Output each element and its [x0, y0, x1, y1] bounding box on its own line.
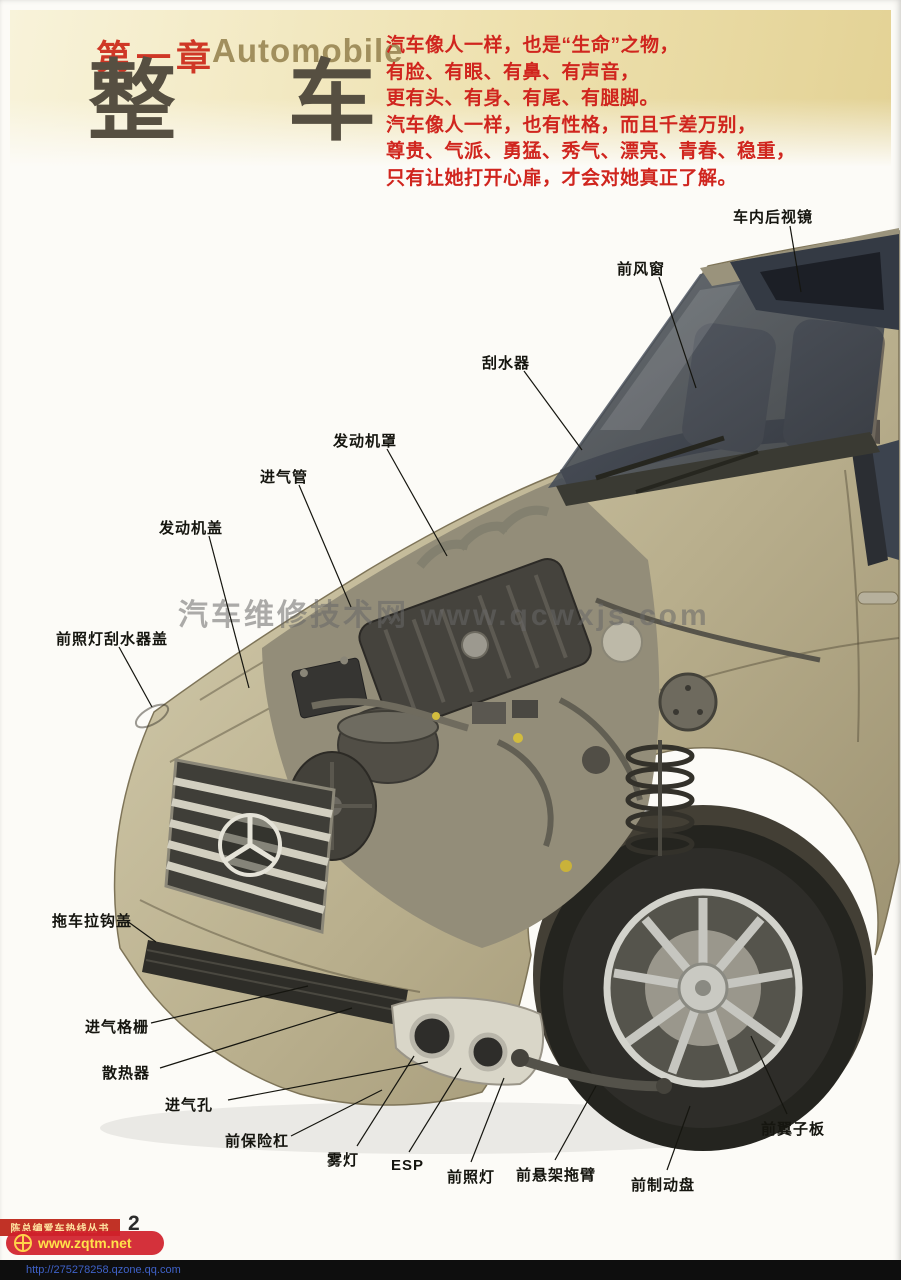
- site-watermark-badge: www.zqtm.net: [6, 1231, 164, 1255]
- part-label: 刮水器: [482, 355, 531, 372]
- intro-line: 汽车像人一样，也是“生命”之物，: [386, 35, 680, 56]
- part-label: 发动机盖: [159, 520, 224, 537]
- page-number: 2: [128, 1212, 140, 1235]
- qzone-url: http://275278258.qzone.qq.com: [26, 1264, 181, 1276]
- headlamp-washer-cover: [134, 703, 170, 729]
- intro-line: 更有头、有身、有尾、有腿脚。: [386, 88, 660, 109]
- part-label: 拖车拉钩盖: [52, 913, 133, 930]
- suspension-arm: [511, 1049, 672, 1094]
- part-label: 前悬架拖臂: [516, 1167, 597, 1184]
- front-grille: [164, 758, 336, 934]
- part-label: 散热器: [102, 1065, 151, 1082]
- part-label: 前翼子板: [761, 1121, 826, 1138]
- wipers: [556, 432, 880, 506]
- part-label: 前照灯: [447, 1169, 496, 1186]
- intro-line: 汽车像人一样，也有性格，而且千差万别，: [386, 114, 757, 136]
- site-url: www.zqtm.net: [38, 1235, 132, 1251]
- intro-line: 尊贵、气派、勇猛、秀气、漂亮、青春、稳重，: [386, 141, 796, 162]
- part-label: 发动机罩: [333, 433, 398, 450]
- roof-and-sunroof: [700, 228, 899, 330]
- headlight-cluster: [390, 996, 544, 1086]
- intro-text: 汽车像人一样，也是“生命”之物， 有脸、有眼、有鼻、有声音， 更有头、有身、有尾、有…: [386, 33, 886, 192]
- globe-icon: [14, 1234, 32, 1252]
- chapter-title-cn: 第一章: [96, 39, 217, 78]
- part-label: ESP: [391, 1157, 425, 1174]
- part-label: 进气格栅: [85, 1019, 150, 1036]
- part-label: 进气孔: [165, 1097, 214, 1114]
- part-label: 进气管: [260, 469, 309, 486]
- title-char-2: 车: [287, 52, 376, 151]
- part-label: 前照灯刮水器盖: [56, 631, 169, 648]
- door-handle: [857, 591, 899, 605]
- title-char-1: 整: [88, 52, 177, 151]
- intro-line: 只有让她打开心扉，才会对她真正了解。: [386, 167, 738, 189]
- chapter-title-en: Automobile: [212, 32, 404, 69]
- watermark-text: 汽车维修技术网 www.qcwxjs.com: [178, 599, 710, 632]
- bottom-black-strip: http://275278258.qzone.qq.com: [0, 1260, 901, 1280]
- page-title: 整 车: [88, 58, 376, 146]
- part-label: 雾灯: [327, 1152, 360, 1169]
- engine-components: [287, 505, 821, 872]
- header-banner: [10, 10, 891, 170]
- part-label: 前风窗: [617, 261, 666, 278]
- part-label: 车内后视镜: [733, 209, 814, 226]
- b-pillar: [852, 448, 888, 566]
- part-label: 前保险杠: [225, 1133, 290, 1150]
- intro-line: 有脸、有眼、有鼻、有声音，: [386, 61, 640, 83]
- front-wheel: [533, 805, 873, 1151]
- part-label: 前制动盘: [631, 1177, 696, 1194]
